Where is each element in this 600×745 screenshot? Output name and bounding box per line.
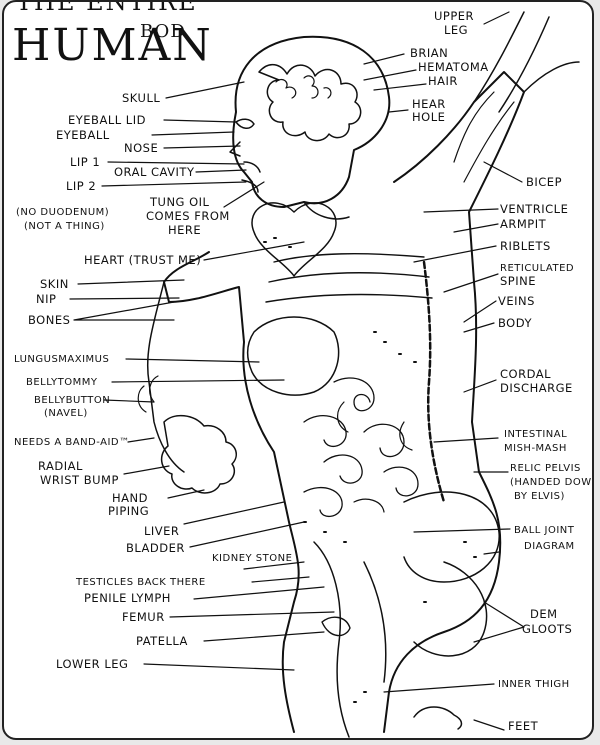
- label-radial: RADIAL: [38, 459, 83, 473]
- label-no-duodenum: (NO DUODENUM): [16, 207, 110, 218]
- label-handed-down: (HANDED DOWN: [510, 477, 594, 488]
- label-nip: NIP: [36, 292, 57, 306]
- label-needs-band-aid: NEEDS A BAND-AID™: [14, 437, 130, 448]
- label-eyeball: EYEBALL: [56, 128, 110, 142]
- title-main-text: HUMAN: [12, 20, 213, 71]
- label-navel: (NAVEL): [44, 408, 88, 419]
- label-bellybutton: BELLYBUTTON: [34, 395, 111, 406]
- label-oral-cavity: ORAL CAVITY: [114, 165, 195, 179]
- label-bladder: BLADDER: [126, 541, 185, 555]
- raised-arm: [473, 11, 580, 113]
- title-suffix-text: BOD: [140, 21, 186, 42]
- label-gloots: GLOOTS: [522, 622, 573, 636]
- label-lip-1: LIP 1: [70, 155, 101, 169]
- label-nose: NOSE: [124, 141, 159, 155]
- label-diagram: DIAGRAM: [524, 541, 575, 552]
- label-eyeball-lid: EYEBALL LID: [68, 113, 146, 127]
- eye-shape: [235, 118, 255, 129]
- label-skin: SKIN: [40, 277, 69, 291]
- label-bellytommy: BELLYTOMMY: [26, 377, 98, 388]
- label-veins: VEINS: [498, 294, 535, 308]
- foot-outline: [413, 706, 463, 730]
- label-patella: PATELLA: [136, 634, 188, 648]
- label-lungusmaximus: LUNGUSMAXIMUS: [14, 354, 110, 365]
- label-leg: LEG: [444, 23, 469, 37]
- hand-shape: [160, 414, 237, 494]
- label-inner-thigh: INNER THIGH: [498, 679, 570, 690]
- label-tung-oil: TUNG OIL: [150, 195, 210, 209]
- label-hear: HEAR: [412, 97, 446, 111]
- label-wrist-bump: WRIST BUMP: [40, 473, 119, 487]
- intestine-lines: [303, 377, 419, 517]
- label-spine: SPINE: [500, 274, 536, 288]
- label-ball-joint: BALL JOINT: [514, 525, 575, 536]
- nose-shape: [229, 141, 241, 157]
- torso-left-outline: [163, 251, 300, 733]
- gluteus-outline: [413, 561, 488, 657]
- label-by-elvis: BY ELVIS): [514, 491, 565, 502]
- label-piping: PIPING: [108, 504, 150, 518]
- label-not-a-thing: (NOT A THING): [24, 221, 105, 232]
- label-relic-pelvis: RELIC PELVIS: [510, 463, 581, 474]
- label-reticulated: RETICULATED: [500, 263, 575, 274]
- label-femur: FEMUR: [122, 610, 165, 624]
- left-arm-outline: [146, 281, 185, 473]
- anatomy-illustration: [69, 11, 580, 738]
- label-hand: HAND: [112, 491, 148, 505]
- label-here: HERE: [168, 223, 202, 237]
- label-body: BODY: [498, 316, 532, 330]
- spine-line: [422, 260, 446, 504]
- label-hole: HOLE: [412, 110, 446, 124]
- label-testicles: TESTICLES BACK THERE: [76, 577, 206, 588]
- heart-shape: [251, 202, 337, 277]
- label-dem: DEM: [530, 607, 558, 621]
- label-armpit: ARMPIT: [500, 217, 547, 231]
- label-feet: FEET: [508, 719, 539, 733]
- label-lip-2: LIP 2: [66, 179, 97, 193]
- label-intestinal: INTESTINAL: [504, 429, 568, 440]
- label-lower-leg: LOWER LEG: [56, 657, 129, 671]
- label-liver: LIVER: [144, 524, 180, 538]
- label-riblets: RIBLETS: [500, 239, 551, 253]
- lung-shape: [247, 316, 340, 396]
- torso-right-outline: [383, 71, 525, 733]
- label-hematoma: HEMATOMA: [418, 60, 489, 74]
- label-penile-lymph: PENILE LYMPH: [84, 591, 171, 605]
- label-heart: HEART (TRUST ME): [84, 253, 202, 267]
- brain-outline: [258, 63, 362, 142]
- label-discharge: DISCHARGE: [500, 381, 573, 395]
- pelvis-outline: [403, 491, 500, 583]
- kneecap-shape: [321, 616, 351, 637]
- label-kidney-stone: KIDNEY STONE: [212, 553, 293, 564]
- label-bicep: BICEP: [526, 175, 563, 189]
- label-upper: UPPER: [434, 9, 475, 23]
- label-brian: BRIAN: [410, 46, 449, 60]
- label-hair: HAIR: [428, 74, 458, 88]
- label-bones: BONES: [28, 313, 71, 327]
- rib-lines: [265, 253, 433, 303]
- label-ventricle: VENTRICLE: [500, 202, 569, 216]
- label-cordal: CORDAL: [500, 367, 551, 381]
- leader-lines: [69, 11, 525, 731]
- label-comes-from: COMES FROM: [146, 209, 230, 223]
- leg-outline: [313, 541, 387, 738]
- head-outline: [232, 35, 391, 208]
- title-top-text: THE ENTIRE: [16, 0, 198, 16]
- label-mish-mash: MISH-MASH: [504, 443, 567, 454]
- label-skull: SKULL: [122, 91, 161, 105]
